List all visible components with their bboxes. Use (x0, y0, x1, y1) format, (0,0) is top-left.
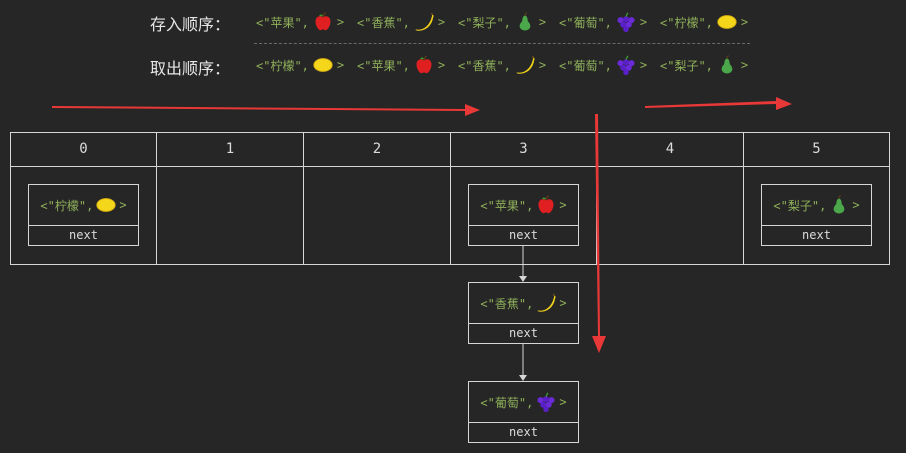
node-pear: <"梨子", > next (761, 184, 872, 246)
input-item-apple: <"苹果", > (256, 11, 344, 33)
bucket-header-4: 4 (597, 133, 744, 166)
output-item-lemon: <"柠檬", > (256, 54, 344, 76)
node-value: <"梨子", > (762, 185, 871, 226)
input-item-grape: <"葡萄", > (559, 11, 647, 33)
hash-table: 0 1 2 3 4 5 (10, 132, 890, 265)
bucket-header-3: 3 (451, 133, 597, 166)
node-value: <"苹果", > (469, 185, 578, 226)
lemon-icon (716, 11, 738, 33)
header-divider (11, 166, 889, 167)
node-next-pointer: next (509, 228, 538, 242)
bucket-cell-1 (157, 167, 304, 264)
node-lemon: <"柠檬", > next (28, 184, 139, 246)
input-item-pear: <"梨子", > (458, 11, 546, 33)
node-value: <"柠檬", > (29, 185, 138, 226)
node-apple: <"苹果", > next (468, 184, 579, 246)
lemon-icon (95, 194, 117, 216)
apple-icon (312, 11, 334, 33)
bucket-cell-0 (11, 167, 157, 264)
banana-icon (514, 54, 536, 76)
node-banana: <"香蕉", > next (468, 282, 579, 344)
grape-icon (615, 11, 637, 33)
node-next-pointer: next (69, 228, 98, 242)
banana-icon (413, 11, 435, 33)
grape-icon (615, 54, 637, 76)
bucket-header-5: 5 (812, 141, 821, 157)
node-next-pointer: next (802, 228, 831, 242)
pear-icon (514, 11, 536, 33)
bucket-header-2: 2 (304, 133, 451, 166)
output-item-pear: <"梨子", > (660, 54, 748, 76)
node-value: <"葡萄", > (469, 382, 578, 423)
dashed-divider (254, 43, 750, 44)
output-order-label: 取出顺序： (150, 59, 231, 78)
bucket-header-0: 0 (11, 133, 157, 166)
apple-icon (413, 54, 435, 76)
bucket-cell-2 (304, 167, 451, 264)
node-value: <"香蕉", > (469, 283, 578, 324)
output-item-banana: <"香蕉", > (458, 54, 546, 76)
bucket-cell-4 (597, 167, 744, 264)
bucket-header-1: 1 (157, 133, 304, 166)
traversal-arrow-right (645, 97, 792, 110)
banana-icon (535, 292, 557, 314)
input-order-label: 存入顺序： (150, 15, 231, 34)
pear-icon (828, 194, 850, 216)
output-item-apple: <"苹果", > (357, 54, 445, 76)
input-item-lemon: <"柠檬", > (660, 11, 748, 33)
input-item-banana: <"香蕉", > (357, 11, 445, 33)
apple-icon (535, 194, 557, 216)
grape-icon (535, 391, 557, 413)
node-next-pointer: next (509, 326, 538, 340)
lemon-icon (312, 54, 334, 76)
traversal-arrow-left (52, 104, 480, 116)
node-next-pointer: next (509, 425, 538, 439)
node-grape: <"葡萄", > next (468, 381, 579, 443)
link-arrow-banana-grape (519, 344, 527, 381)
output-item-grape: <"葡萄", > (559, 54, 647, 76)
pear-icon (716, 54, 738, 76)
